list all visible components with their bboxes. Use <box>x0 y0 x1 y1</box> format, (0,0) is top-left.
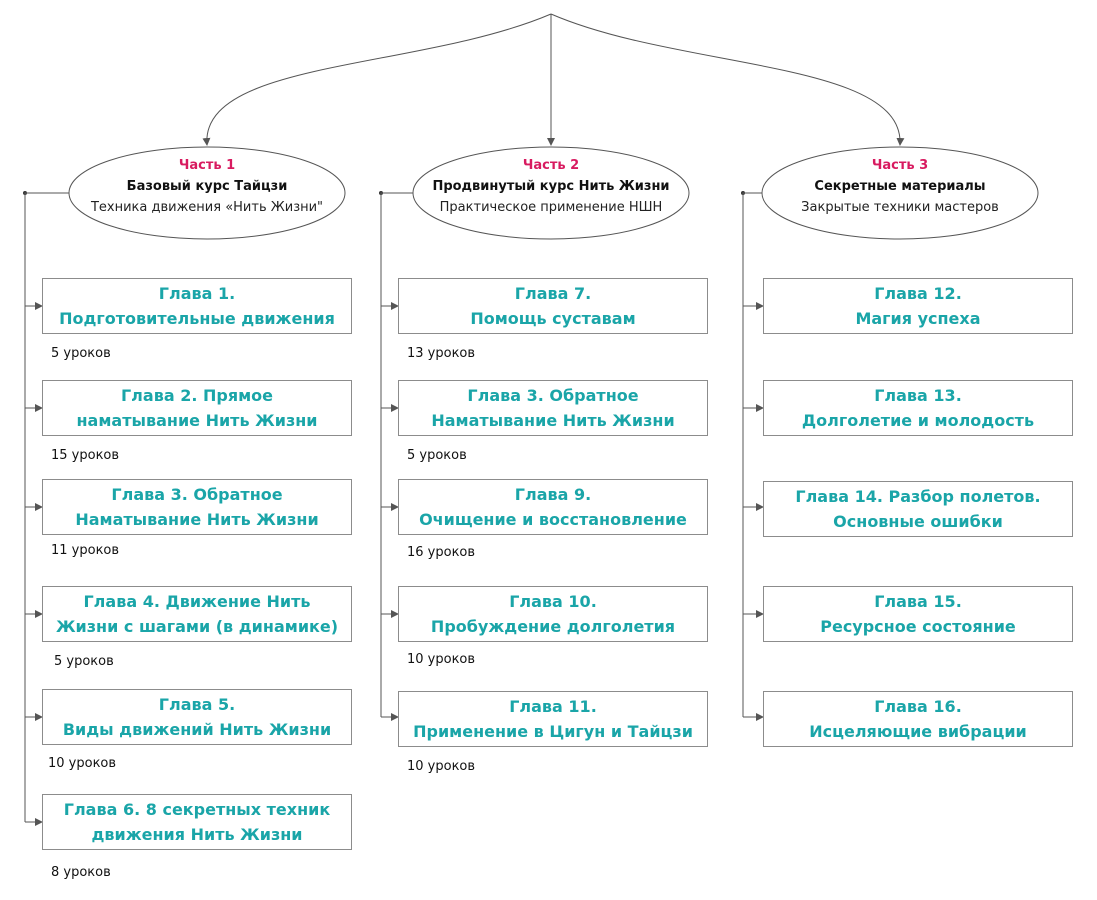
lesson-count: 10 уроков <box>407 759 476 774</box>
chapter-box: Глава 7. Помощь суставам <box>398 278 708 334</box>
part-2-title: Продвинутый курс Нить Жизни <box>432 179 670 194</box>
chapter-box: Глава 14. Разбор полетов. Основные ошибк… <box>763 481 1073 537</box>
chapter-box: Глава 16. Исцеляющие вибрации <box>763 691 1073 747</box>
part-1-label: Часть 1 <box>178 158 236 173</box>
chapter-box: Глава 5. Виды движений Нить Жизни <box>42 689 352 745</box>
part-1-subtitle: Техника движения «Нить Жизни" <box>90 200 324 215</box>
chapter-box: Глава 4. Движение Нить Жизни с шагами (в… <box>42 586 352 642</box>
part-2-node: Часть 2 Продвинутый курс Нить Жизни Прак… <box>413 155 689 218</box>
part-3-label: Часть 3 <box>871 158 929 173</box>
lesson-count: 15 уроков <box>51 448 120 463</box>
chapter-box: Глава 11. Применение в Цигун и Тайцзи <box>398 691 708 747</box>
lesson-count: 16 уроков <box>407 545 476 560</box>
part-2-label: Часть 2 <box>522 158 580 173</box>
part-3-node: Часть 3 Секретные материалы Закрытые тех… <box>762 155 1038 218</box>
lesson-count: 11 уроков <box>51 543 120 558</box>
chapter-box: Глава 3. Обратное Наматывание Нить Жизни <box>398 380 708 436</box>
part-3-subtitle: Закрытые техники мастеров <box>801 200 999 215</box>
chapter-box: Глава 6. 8 секретных техник движения Нит… <box>42 794 352 850</box>
chapter-box: Глава 15. Ресурсное состояние <box>763 586 1073 642</box>
chapter-box: Глава 9. Очищение и восстановление <box>398 479 708 535</box>
chapter-box: Глава 2. Прямое наматывание Нить Жизни <box>42 380 352 436</box>
part-3-title: Секретные материалы <box>814 179 986 194</box>
lesson-count: 8 уроков <box>51 865 111 880</box>
root-connector-part-3 <box>550 13 905 146</box>
part-1-title: Базовый курс Тайцзи <box>126 179 288 194</box>
lesson-count: 5 уроков <box>54 654 114 669</box>
lesson-count: 10 уроков <box>48 756 117 771</box>
chapter-box: Глава 13. Долголетие и молодость <box>763 380 1073 436</box>
chapter-box: Глава 1. Подготовительные движения <box>42 278 352 334</box>
part-2-subtitle: Практическое применение НШН <box>439 200 663 215</box>
part-1-node: Часть 1 Базовый курс Тайцзи Техника движ… <box>69 155 345 218</box>
lesson-count: 13 уроков <box>407 346 476 361</box>
chapter-box: Глава 3. Обратное Наматывание Нить Жизни <box>42 479 352 535</box>
lesson-count: 5 уроков <box>407 448 467 463</box>
root-connector-part-1 <box>202 13 552 146</box>
chapter-box: Глава 10. Пробуждение долголетия <box>398 586 708 642</box>
part-3-spine <box>742 192 762 717</box>
lesson-count: 10 уроков <box>407 652 476 667</box>
chapter-box: Глава 12. Магия успеха <box>763 278 1073 334</box>
lesson-count: 5 уроков <box>51 346 111 361</box>
